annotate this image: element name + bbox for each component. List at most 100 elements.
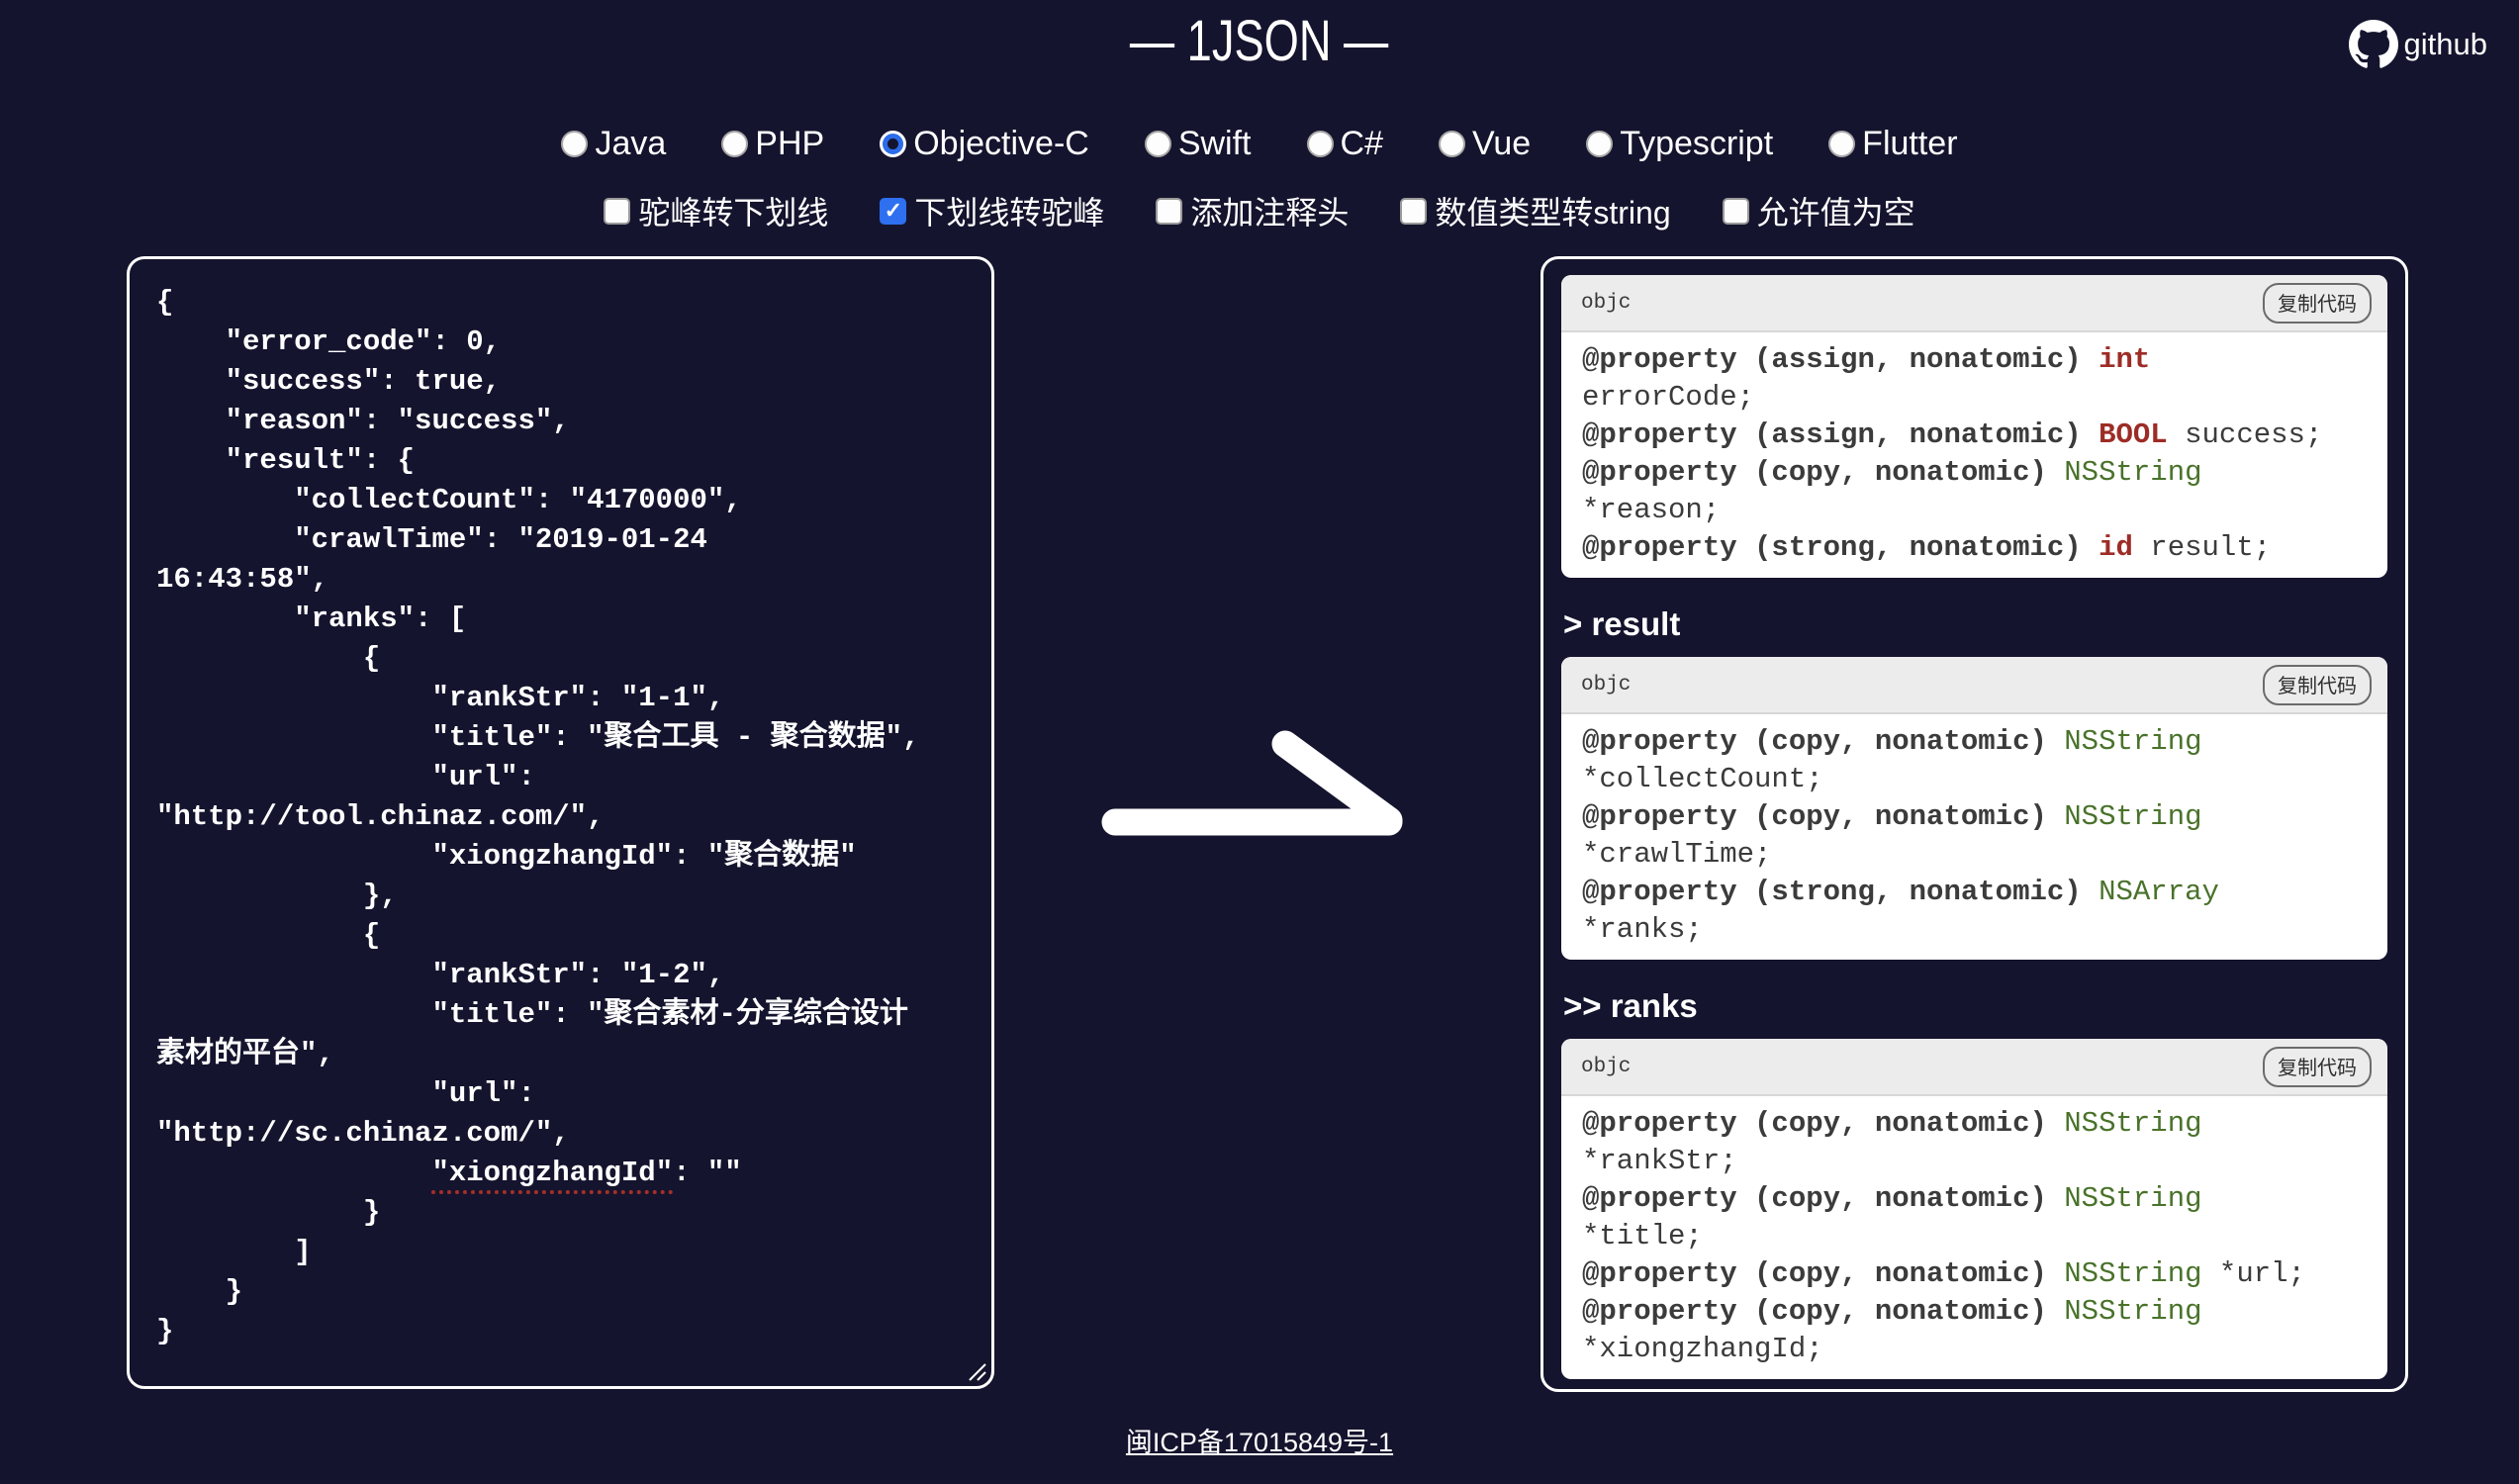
option-[interactable]: 驼峰转下划线: [604, 188, 828, 233]
radio-dot: [887, 139, 899, 149]
code-card-body: @property (copy, nonatomic) NSString*col…: [1561, 714, 2387, 960]
footer: 闽ICP备17015849号-1: [0, 1421, 2519, 1459]
radio-icon-php[interactable]: [721, 131, 749, 157]
language-option-typescript[interactable]: Typescript: [1586, 125, 1773, 163]
code-line: @property (copy, nonatomic) NSString: [1582, 798, 2372, 836]
language-option-java[interactable]: Java: [561, 125, 666, 163]
radio-icon-typescript[interactable]: [1586, 131, 1614, 157]
code-token: @property (assign, nonatomic): [1582, 343, 2099, 376]
checkbox-icon-[interactable]: [1156, 197, 1183, 225]
code-token: @property (copy, nonatomic): [1582, 1182, 2065, 1215]
misspelled-word: "xiongzhangId": [431, 1157, 674, 1194]
copy-code-button[interactable]: 复制代码: [2263, 282, 2372, 324]
code-token: @property (strong, nonatomic): [1582, 531, 2099, 564]
language-selector: Java PHP Objective-C Swift C# Vue Typescript Fl…: [0, 125, 2519, 163]
code-token: success;: [2167, 418, 2323, 451]
option-[interactable]: 添加注释头: [1156, 188, 1349, 233]
code-line: @property (copy, nonatomic) NSString: [1582, 1180, 2372, 1218]
github-label: github: [2403, 27, 2487, 61]
radio-icon-flutter[interactable]: [1828, 131, 1856, 157]
code-line: @property (strong, nonatomic) NSArray: [1582, 874, 2372, 911]
language-option-objective-c[interactable]: Objective-C: [880, 125, 1089, 163]
code-line: *ranks;: [1582, 911, 2372, 949]
language-option-php[interactable]: PHP: [721, 125, 824, 163]
code-token: @property (copy, nonatomic): [1582, 800, 2065, 833]
code-token: @property (strong, nonatomic): [1582, 876, 2099, 908]
language-option-flutter[interactable]: Flutter: [1828, 125, 1958, 163]
language-label: C#: [1340, 125, 1383, 162]
code-card-header: objc 复制代码: [1561, 275, 2387, 332]
code-token: NSString: [2064, 1107, 2202, 1140]
page-title-text: — 1JSON —: [1130, 9, 1389, 73]
code-token: @property (copy, nonatomic): [1582, 1257, 2065, 1290]
checkbox-icon-[interactable]: [1722, 197, 1749, 225]
code-card-header: objc 复制代码: [1561, 657, 2387, 714]
code-token: @property (copy, nonatomic): [1582, 725, 2065, 758]
language-label: Objective-C: [913, 125, 1089, 162]
github-link[interactable]: github: [2348, 20, 2487, 69]
code-line: @property (copy, nonatomic) NSString: [1582, 723, 2372, 761]
code-token: *xiongzhangId;: [1582, 1333, 1823, 1365]
icp-link[interactable]: 闽ICP备17015849号-1: [1125, 1428, 1394, 1457]
code-line: @property (copy, nonatomic) NSString: [1582, 1293, 2372, 1331]
output-section-heading-2: >> ranks: [1563, 987, 1698, 1024]
code-token: *crawlTime;: [1582, 838, 1772, 871]
language-option-swift[interactable]: Swift: [1144, 125, 1252, 163]
language-option-c[interactable]: C#: [1306, 125, 1383, 163]
code-token: *reason;: [1582, 494, 1721, 526]
radio-icon-swift[interactable]: [1144, 131, 1171, 157]
checkbox-icon-[interactable]: [604, 197, 631, 225]
json-input[interactable]: { "error_code": 0, "success": true, "rea…: [156, 286, 920, 1347]
language-option-vue[interactable]: Vue: [1438, 125, 1531, 163]
language-label: Typescript: [1620, 125, 1774, 162]
radio-icon-java[interactable]: [561, 131, 589, 157]
code-line: @property (copy, nonatomic) NSString: [1582, 454, 2372, 492]
code-line: @property (copy, nonatomic) NSString *ur…: [1582, 1255, 2372, 1293]
code-line: @property (assign, nonatomic) BOOL succe…: [1582, 417, 2372, 454]
code-token: NSString: [2064, 1257, 2202, 1290]
code-token: @property (copy, nonatomic): [1582, 1295, 2065, 1328]
language-label: Java: [595, 125, 667, 162]
option-[interactable]: 允许值为空: [1722, 188, 1915, 233]
code-token: *title;: [1582, 1220, 1703, 1252]
resize-handle-icon[interactable]: [964, 1358, 987, 1382]
output-section-heading-1: > result: [1563, 605, 1681, 642]
radio-icon-vue[interactable]: [1438, 131, 1465, 157]
code-token: errorCode;: [1582, 381, 1755, 414]
code-token: BOOL: [2099, 418, 2168, 451]
page-title: — 1JSON —: [0, 8, 2519, 74]
transform-options: 驼峰转下划线 ✓下划线转驼峰 添加注释头 数值类型转string 允许值为空: [0, 188, 2519, 233]
code-line: *collectCount;: [1582, 761, 2372, 798]
code-line: *xiongzhangId;: [1582, 1331, 2372, 1368]
language-tag: objc: [1581, 291, 1632, 315]
option-label: 添加注释头: [1190, 195, 1350, 231]
code-token: NSString: [2064, 1295, 2202, 1328]
option-label: 数值类型转string: [1435, 195, 1671, 231]
language-label: Flutter: [1862, 125, 1958, 162]
checkbox-icon-string[interactable]: [1400, 197, 1428, 225]
radio-icon-objective-c[interactable]: [880, 131, 907, 157]
option-label: 允许值为空: [1756, 195, 1915, 231]
code-token: result;: [2132, 531, 2272, 564]
checkbox-icon-[interactable]: ✓: [880, 197, 907, 225]
code-token: @property (copy, nonatomic): [1582, 1107, 2065, 1140]
option-[interactable]: ✓下划线转驼峰: [880, 188, 1104, 233]
code-card-body: @property (copy, nonatomic) NSString*ran…: [1561, 1096, 2387, 1379]
code-token: @property (assign, nonatomic): [1582, 418, 2099, 451]
code-token: NSString: [2064, 725, 2202, 758]
code-token: NSString: [2064, 800, 2202, 833]
code-token: @property (copy, nonatomic): [1582, 456, 2065, 489]
code-token: id: [2099, 531, 2133, 564]
json-input-panel: { "error_code": 0, "success": true, "rea…: [127, 256, 994, 1389]
option-string[interactable]: 数值类型转string: [1400, 188, 1671, 233]
code-line: @property (strong, nonatomic) id result;: [1582, 529, 2372, 567]
copy-code-button[interactable]: 复制代码: [2263, 664, 2372, 705]
copy-code-button[interactable]: 复制代码: [2263, 1046, 2372, 1087]
radio-icon-c[interactable]: [1306, 131, 1334, 157]
language-tag: objc: [1581, 673, 1632, 696]
code-token: *collectCount;: [1582, 763, 1823, 795]
